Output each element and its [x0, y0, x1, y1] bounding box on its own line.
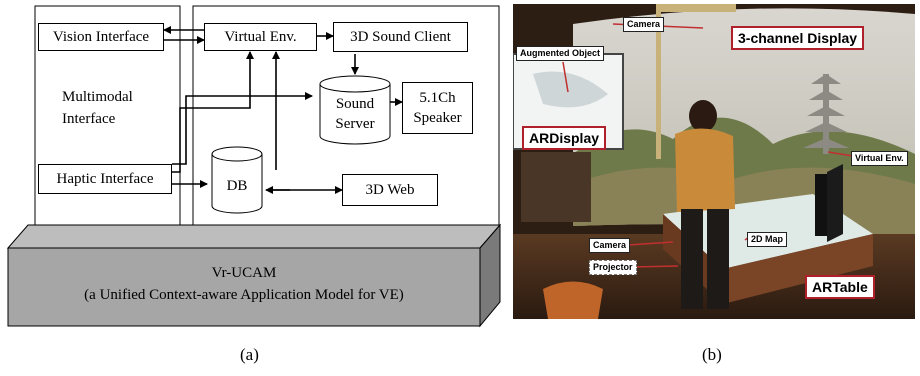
- architecture-diagram: Vision Interface Virtual Env. 3D Sound C…: [0, 0, 505, 330]
- haptic-interface-label: Haptic Interface: [56, 170, 154, 187]
- sound-client-label: 3D Sound Client: [350, 28, 451, 45]
- sound-server-label: Sound Server: [320, 94, 390, 134]
- camera-top-tag: Camera: [623, 17, 665, 32]
- camera-bottom-tag: Camera: [589, 238, 631, 253]
- person-shirt: [675, 128, 735, 212]
- display-3ch-tag: 3-channel Display: [731, 26, 865, 50]
- sound-server-line1: Sound: [335, 96, 375, 112]
- vision-interface-label: Vision Interface: [52, 28, 150, 45]
- installation-photo: Camera 3-channel Display Augmented Objec…: [513, 4, 915, 319]
- multimodal-line2: Interface: [62, 111, 116, 127]
- virtual-env-box: Virtual Env.: [204, 23, 317, 51]
- artable-tag: ARTable: [805, 275, 875, 299]
- caption-a: (a): [240, 345, 259, 364]
- speaker-line1: 5.1Ch: [419, 90, 456, 106]
- multimodal-label: Multimodal Interface: [62, 86, 133, 130]
- multimodal-line1: Multimodal: [62, 89, 133, 105]
- map-2d-tag: 2D Map: [747, 232, 788, 247]
- pagoda-shape: [803, 74, 849, 154]
- sound-server-line2: Server: [335, 116, 375, 132]
- caption-b: (b): [702, 345, 722, 364]
- db-cylinder: [211, 154, 263, 214]
- ardisplay-tag: ARDisplay: [522, 126, 607, 150]
- projector-tag: Projector: [589, 260, 637, 275]
- speaker-box: 5.1Ch Speaker: [402, 82, 473, 134]
- haptic-interface-box: Haptic Interface: [38, 164, 172, 194]
- base-top-face: [6, 224, 502, 249]
- base-front-face: [7, 247, 481, 327]
- vrucam-label: Vr-UCAM (a Unified Context-aware Applica…: [8, 262, 480, 306]
- db-label: DB: [226, 178, 248, 194]
- person-head: [689, 100, 717, 132]
- vrucam-subtitle: (a Unified Context-aware Application Mod…: [84, 287, 404, 303]
- virtual-env-label: Virtual Env.: [224, 28, 297, 45]
- sound-client-box: 3D Sound Client: [333, 22, 468, 52]
- vision-interface-box: Vision Interface: [38, 23, 164, 51]
- vrucam-title: Vr-UCAM: [211, 265, 277, 281]
- virtual-env-tag: Virtual Env.: [851, 151, 908, 166]
- orange-chair: [543, 281, 603, 319]
- web-box: 3D Web: [342, 174, 438, 206]
- web-label: 3D Web: [365, 181, 415, 198]
- speaker-line2: Speaker: [413, 110, 462, 126]
- sound-server-cylinder: [319, 84, 391, 145]
- augmented-object-tag: Augmented Object: [516, 46, 605, 61]
